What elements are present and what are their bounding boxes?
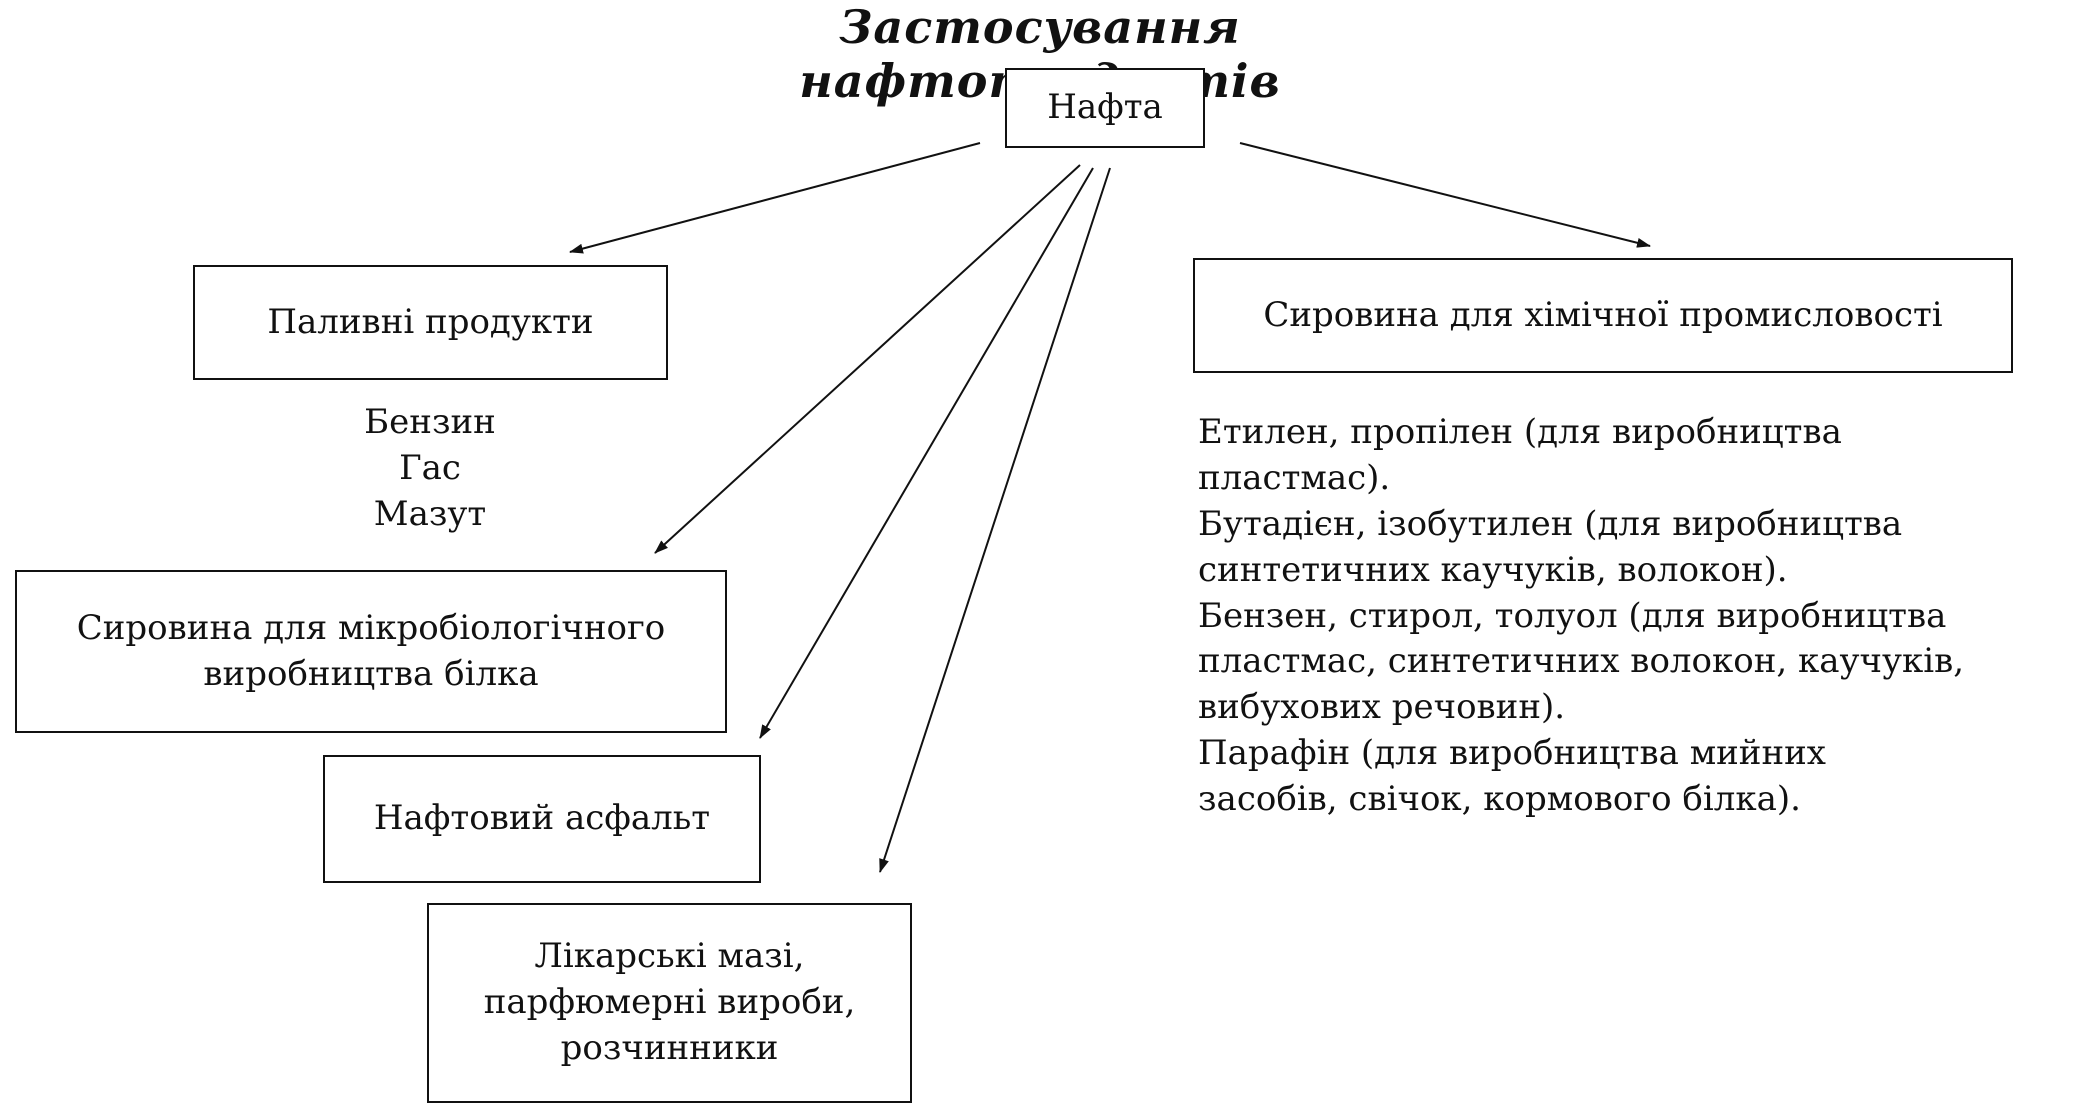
list-item: Парафін (для виробництва мийних [1198, 733, 1826, 774]
fuel-products-node: Паливні продукти [193, 265, 668, 380]
list-item: Етилен, пропілен (для виробництва [1198, 412, 1842, 452]
medicine-label-line3: розчинники [560, 1027, 779, 1068]
chemical-raw-node: Сировина для хімічної промисловості [1193, 258, 2013, 373]
list-item: синтетичних каучуків, волокон). [1198, 549, 1788, 590]
list-item: пластмас, синтетичних волокон, каучуків, [1198, 641, 1965, 682]
list-item: пластмас). [1198, 457, 1391, 498]
list-item: Бензен, стирол, толуол (для виробництва [1198, 595, 1947, 636]
microbio-raw-node: Сировина для мікробіологічного виробницт… [15, 570, 727, 733]
list-item: Бутадієн, ізобутилен (для виробництва [1198, 503, 1903, 544]
medicine-node: Лікарські мазі, парфюмерні вироби, розчи… [427, 903, 912, 1103]
arrow-to-medicine [879, 167, 1111, 873]
arrow-to-chemical [1239, 142, 1651, 248]
chemical-products-list: Етилен, пропілен (для виробництва пластм… [1198, 410, 2078, 823]
fuel-products-list: Бензин Гас Мазут [300, 400, 560, 538]
arrow-to-fuel [569, 142, 981, 254]
asphalt-node: Нафтовий асфальт [323, 755, 761, 883]
microbio-label-line2: виробництва білка [203, 653, 539, 694]
microbio-label-line1: Сировина для мікробіологічного [76, 607, 666, 648]
fuel-products-label: Паливні продукти [267, 301, 594, 342]
chemical-raw-label: Сировина для хімічної промисловості [1263, 294, 1943, 335]
medicine-label-line2: парфюмерні вироби, [483, 982, 856, 1023]
list-item: засобів, свічок, кормового білка). [1198, 779, 1801, 820]
list-item: Мазут [373, 493, 487, 534]
root-node: Нафта [1005, 68, 1205, 148]
medicine-label-line1: Лікарські мазі, [534, 936, 805, 977]
asphalt-label: Нафтовий асфальт [373, 798, 711, 839]
arrow-to-microbio [654, 164, 1081, 554]
list-item: вибухових речовин). [1198, 687, 1566, 728]
list-item: Бензин [364, 402, 496, 442]
arrow-to-asphalt [759, 167, 1094, 739]
root-node-label: Нафта [1047, 87, 1163, 128]
list-item: Гас [399, 447, 461, 488]
